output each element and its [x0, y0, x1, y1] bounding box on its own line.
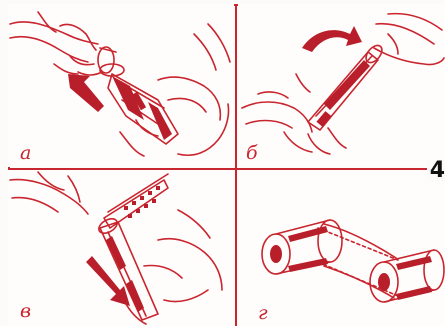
figure-number: 4 — [427, 160, 445, 182]
panel-b: б — [238, 4, 445, 167]
panel-g-illustration — [238, 170, 445, 326]
frame-vertical-divider — [235, 4, 237, 326]
panel-b-illustration — [238, 4, 445, 167]
panel-g-letter: г — [258, 304, 268, 323]
panel-v-illustration — [8, 170, 234, 326]
panel-v: в — [8, 170, 234, 326]
panel-b-letter: б — [246, 144, 258, 163]
panel-a-letter: а — [20, 144, 31, 163]
panel-v-letter: в — [20, 302, 31, 321]
panel-a-illustration — [8, 4, 234, 167]
panel-g: г — [238, 170, 445, 326]
panel-a: а — [8, 4, 234, 167]
